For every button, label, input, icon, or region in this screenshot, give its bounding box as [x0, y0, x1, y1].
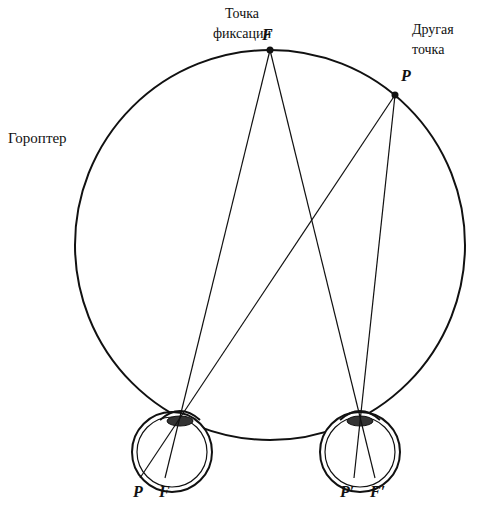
- point-caption: Другая точка: [412, 20, 484, 60]
- point-letter: F: [262, 25, 273, 45]
- point-letter: P: [401, 66, 411, 86]
- retina-point-letter: F: [159, 482, 170, 502]
- other-point: [392, 92, 399, 99]
- fixation-point: [267, 47, 274, 54]
- retina-point-letter: P: [133, 482, 143, 502]
- retina-point-letter: P′: [340, 482, 354, 502]
- retina-point-letter: F′: [370, 482, 385, 502]
- horopter-circle: [75, 50, 465, 440]
- horopter-label: Гороптер: [8, 128, 67, 148]
- visual-rays: [140, 50, 395, 478]
